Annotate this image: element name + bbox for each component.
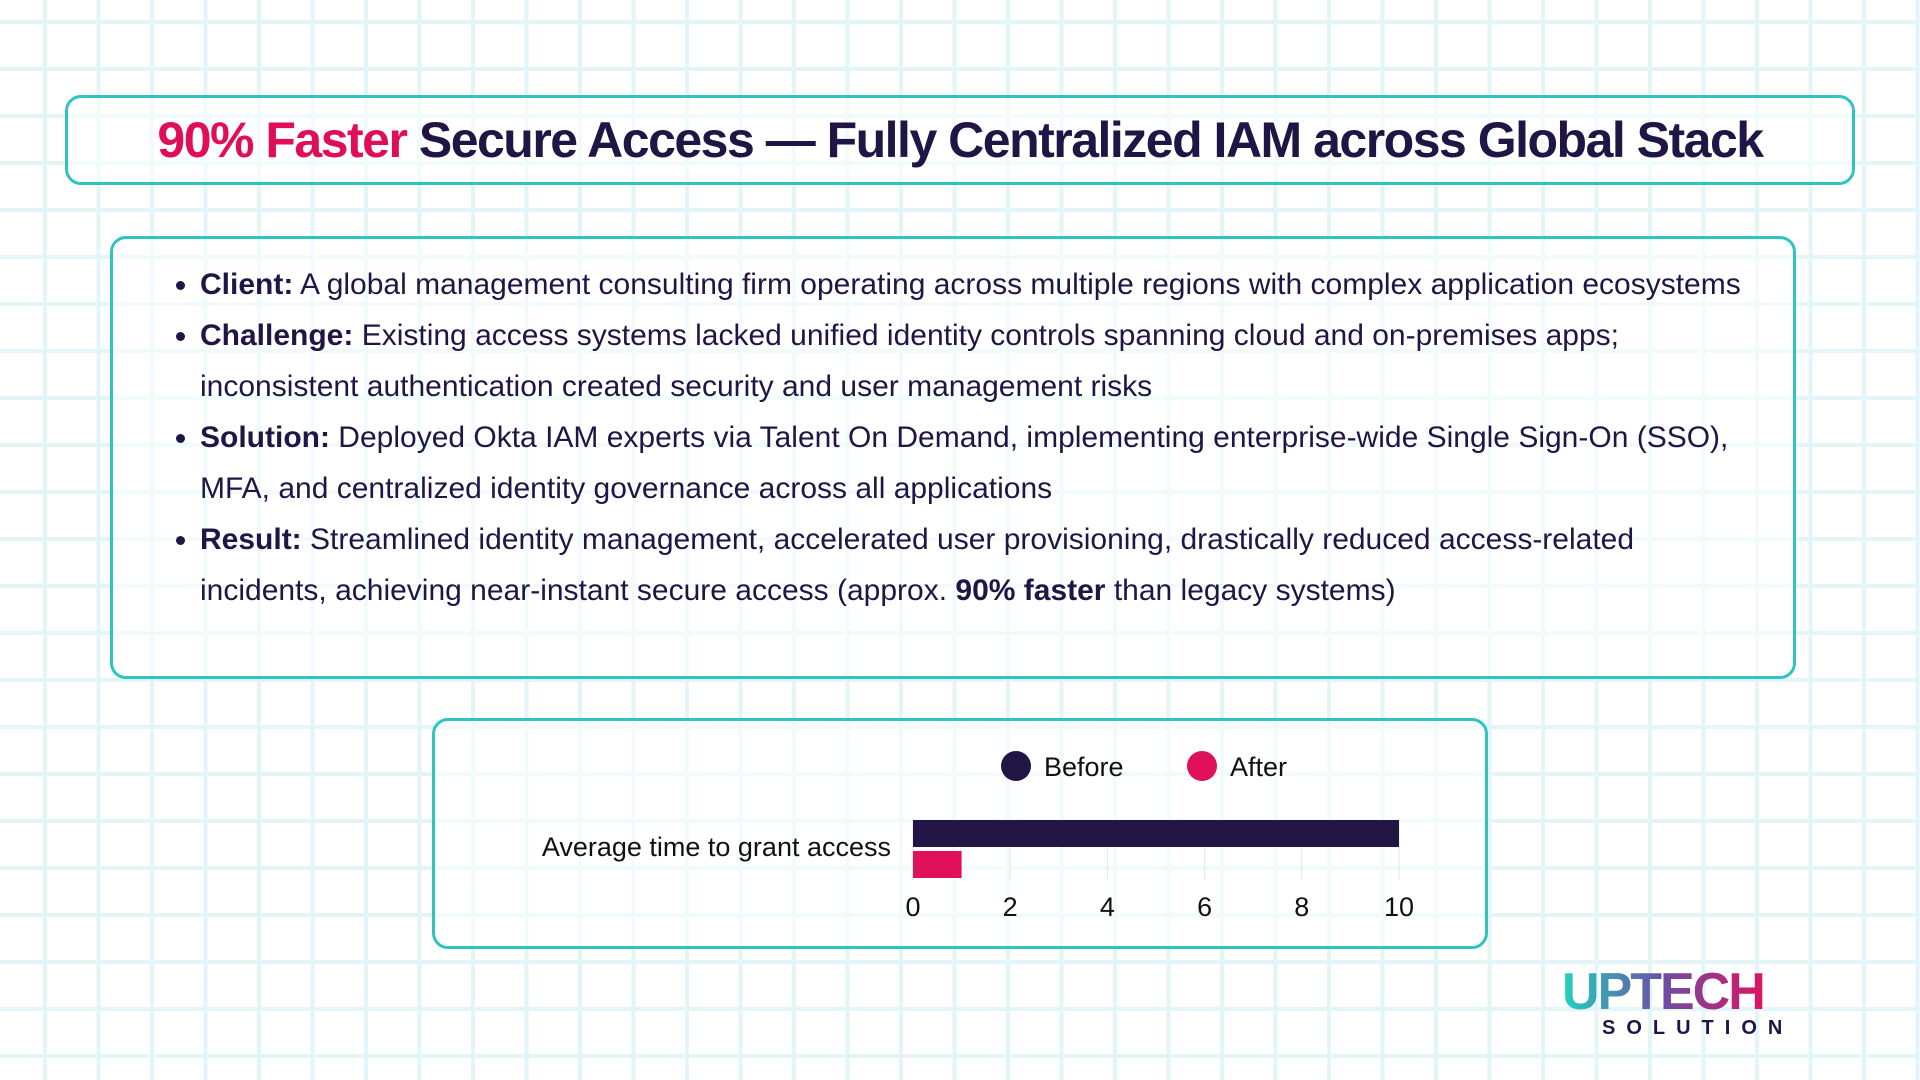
detail-emphasis: 90% faster [955, 574, 1106, 607]
detail-client: Client: A global management consulting f… [200, 259, 1763, 310]
detail-solution: Solution: Deployed Okta IAM experts via … [200, 412, 1763, 514]
x-tick-label: 6 [1197, 892, 1212, 922]
x-tick-label: 2 [1003, 892, 1018, 922]
category-label: Average time to grant access [542, 832, 891, 862]
detail-challenge: Challenge: Existing access systems lacke… [200, 310, 1763, 412]
detail-result: Result: Streamlined identity management,… [200, 514, 1763, 616]
detail-label: Result: [200, 523, 302, 556]
legend-label: After [1230, 752, 1287, 782]
detail-label: Challenge: [200, 319, 354, 352]
legend-marker-before [1001, 751, 1031, 781]
detail-text: Existing access systems lacked unified i… [200, 319, 1620, 403]
x-tick-label: 4 [1100, 892, 1115, 922]
case-details: Client: A global management consulting f… [110, 236, 1796, 679]
bar-after [913, 851, 962, 878]
bar-before [913, 820, 1399, 847]
chart-panel: 0 2 4 6 8 10 Average time to grant access Befor… [432, 718, 1488, 949]
bar-chart: 0 2 4 6 8 10 Average time to grant access Befor… [542, 751, 1414, 922]
x-tick-label: 0 [905, 892, 920, 922]
title-banner: 90% Faster Secure Access — Fully Central… [65, 95, 1855, 185]
detail-label: Solution: [200, 421, 330, 454]
uptech-logo: UPTECH SOLUTION [1562, 963, 1794, 1039]
x-tick-label: 8 [1294, 892, 1309, 922]
detail-label: Client: [200, 268, 294, 301]
legend-marker-after [1187, 751, 1217, 781]
title-highlight: 90% Faster [157, 112, 408, 168]
detail-text: A global management consulting firm oper… [293, 268, 1741, 301]
legend-label: Before [1044, 752, 1124, 782]
title-text: Secure Access — Fully Centralized IAM ac… [406, 112, 1764, 168]
detail-text: than legacy systems) [1105, 574, 1396, 607]
detail-text: Deployed Okta IAM experts via Talent On … [200, 421, 1729, 505]
detail-text: Streamlined identity management, acceler… [200, 523, 1635, 607]
x-tick-label: 10 [1384, 892, 1414, 922]
